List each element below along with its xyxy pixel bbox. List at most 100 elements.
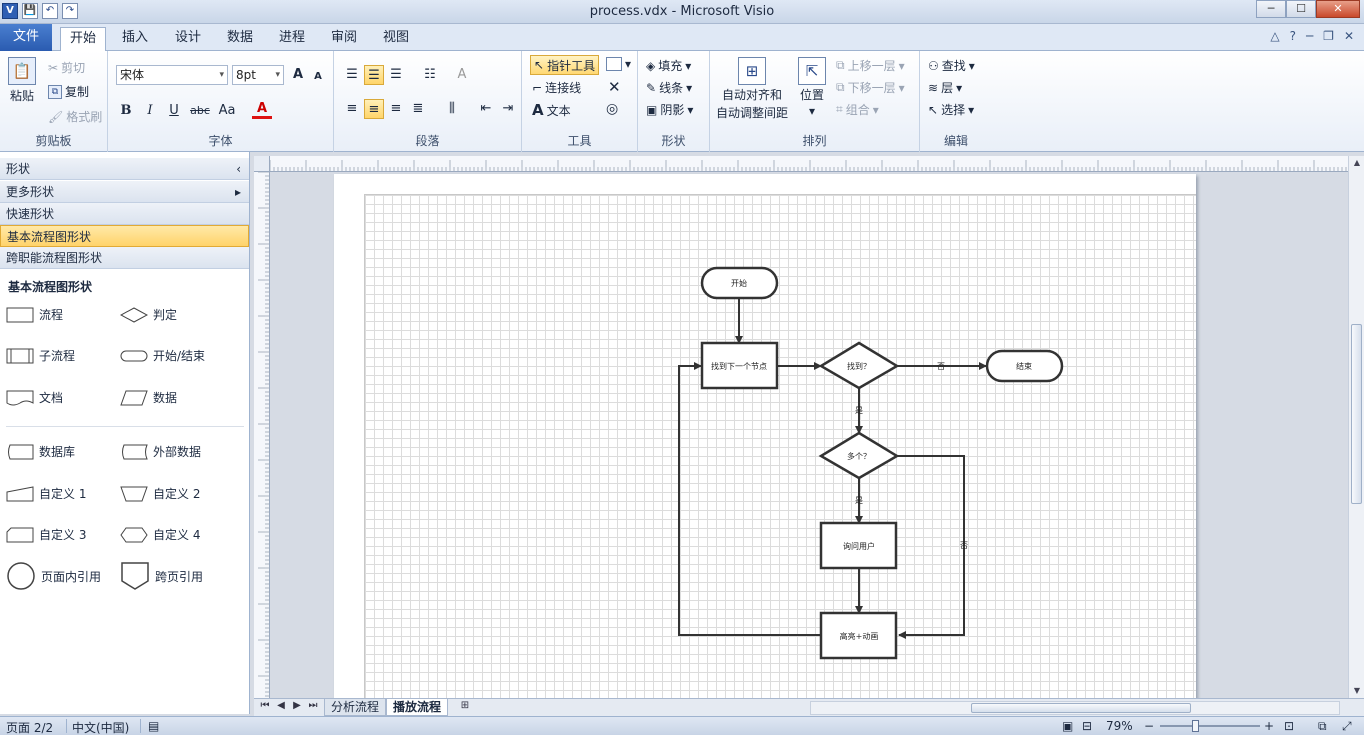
align-bottom-icon[interactable]: ☰: [390, 67, 402, 82]
zoom-in-icon[interactable]: +: [1264, 719, 1275, 733]
scroll-down-icon[interactable]: ▼: [1353, 686, 1361, 695]
shape-find-next[interactable]: [700, 341, 779, 390]
horizontal-scrollbar[interactable]: [810, 701, 1340, 715]
shape-multiple-decision[interactable]: [818, 431, 900, 480]
align-right-icon[interactable]: ≡: [390, 101, 402, 116]
save-icon[interactable]: 💾: [22, 3, 38, 19]
connector-tool-button[interactable]: ⌐连接线: [532, 80, 582, 96]
page-tab-playback[interactable]: 播放流程: [386, 699, 449, 716]
tab-process[interactable]: 进程: [278, 30, 305, 45]
redo-icon[interactable]: ↷: [62, 3, 78, 19]
stencil-process[interactable]: 流程: [6, 306, 63, 323]
stencil-custom-2[interactable]: 自定义 2: [120, 485, 200, 502]
prev-page-icon[interactable]: ◀: [277, 700, 285, 711]
find-button[interactable]: ⚇查找▾: [928, 58, 975, 74]
auto-align-button[interactable]: ⊞ 自动对齐和 自动调整间距: [716, 57, 788, 121]
strikethrough-button[interactable]: abc: [190, 104, 210, 117]
tab-home[interactable]: 开始: [60, 27, 106, 51]
align-center-icon[interactable]: ≡: [364, 99, 384, 119]
text-rotate-icon[interactable]: A: [457, 67, 467, 82]
language-indicator[interactable]: 中文(中国): [72, 721, 130, 735]
insert-page-icon[interactable]: ⊞: [460, 700, 470, 711]
zoom-level[interactable]: 79%: [1106, 719, 1133, 733]
shape-start[interactable]: [700, 266, 779, 300]
stencil-subprocess[interactable]: 子流程: [6, 347, 75, 364]
align-top-icon[interactable]: ☰: [346, 67, 358, 82]
shape-found-decision[interactable]: [818, 341, 900, 390]
tab-review[interactable]: 审阅: [330, 30, 357, 45]
shadow-button[interactable]: ▣阴影▾: [646, 102, 694, 118]
delete-connector-icon[interactable]: ✕: [608, 78, 621, 96]
drawing-canvas[interactable]: 开始 找到下一个节点 找到？ 结束 多个？ 询问用户 高亮+动画 是 否 是 否: [270, 172, 1348, 698]
stencil-data[interactable]: 数据: [120, 389, 177, 406]
tab-file[interactable]: 文件: [0, 24, 52, 51]
stencil-custom-1[interactable]: 自定义 1: [6, 485, 86, 502]
next-page-icon[interactable]: ▶: [293, 700, 301, 711]
paste-button[interactable]: 📋 粘贴: [8, 57, 36, 104]
layer-button[interactable]: ≋层▾: [928, 80, 963, 96]
font-size-select[interactable]: 8pt: [232, 65, 284, 85]
switch-windows-icon[interactable]: ⧉: [1318, 719, 1327, 733]
align-left-icon[interactable]: ≡: [346, 101, 358, 116]
shrink-font-button[interactable]: A: [314, 71, 322, 82]
doc-restore-icon[interactable]: ❐: [1323, 29, 1334, 43]
presentation-icon[interactable]: ⊟: [1082, 719, 1093, 733]
scroll-up-icon[interactable]: ▲: [1353, 158, 1361, 167]
stencil-custom-4[interactable]: 自定义 4: [120, 526, 200, 543]
change-case-button[interactable]: Aa: [218, 103, 236, 118]
first-page-icon[interactable]: ⏮: [260, 700, 270, 711]
point-to-point-icon[interactable]: ◎: [606, 101, 619, 117]
collapse-ribbon-icon[interactable]: △: [1270, 29, 1280, 43]
help-icon[interactable]: ?: [1289, 29, 1296, 43]
font-color-button[interactable]: A: [252, 99, 272, 119]
underline-button[interactable]: U: [169, 103, 179, 118]
zoom-out-icon[interactable]: −: [1144, 719, 1155, 733]
stencil-decision[interactable]: 判定: [120, 306, 177, 323]
send-backward-button[interactable]: ⧉下移一层▾: [836, 80, 905, 95]
visio-app-icon[interactable]: V: [2, 3, 18, 19]
bring-forward-button[interactable]: ⧉上移一层▾: [836, 58, 905, 73]
stencil-database[interactable]: 数据库: [6, 443, 75, 460]
tab-design[interactable]: 设计: [174, 30, 201, 45]
shape-ask-user[interactable]: [819, 521, 898, 570]
tab-view[interactable]: 视图: [382, 30, 409, 45]
page-number[interactable]: 页面 2/2: [6, 721, 54, 735]
tab-insert[interactable]: 插入: [121, 30, 148, 45]
zoom-slider-knob[interactable]: [1192, 720, 1199, 732]
line-button[interactable]: ✎线条▾: [646, 80, 693, 96]
justify-icon[interactable]: ≣: [412, 101, 424, 116]
stencil-external-data[interactable]: 外部数据: [120, 443, 201, 460]
drawing-page[interactable]: [334, 174, 1196, 698]
last-page-icon[interactable]: ⏭: [308, 700, 318, 711]
align-middle-icon[interactable]: ☰: [364, 65, 384, 85]
connector-multiple-to-highlight[interactable]: [897, 455, 965, 639]
format-painter-button[interactable]: 🖌格式刷: [48, 109, 103, 125]
pan-zoom-icon[interactable]: ⤢: [1342, 719, 1352, 733]
cross-functional-item[interactable]: 跨职能流程图形状: [0, 247, 249, 269]
vertical-scroll-thumb[interactable]: [1351, 324, 1362, 504]
shapes-panel-title[interactable]: 形状 ‹: [0, 158, 249, 180]
stencil-document[interactable]: 文档: [6, 389, 63, 406]
shape-end[interactable]: [985, 349, 1064, 383]
stencil-terminator[interactable]: 开始/结束: [120, 347, 205, 364]
fill-button[interactable]: ◈填充▾: [646, 58, 692, 74]
minimize-button[interactable]: ─: [1256, 0, 1286, 18]
select-button[interactable]: ↖选择▾: [928, 102, 975, 118]
position-button[interactable]: ⇱ 位置 ▾: [798, 57, 826, 118]
shape-highlight[interactable]: [819, 611, 898, 660]
group-button[interactable]: ⌗组合▾: [836, 102, 879, 117]
font-name-select[interactable]: 宋体: [116, 65, 228, 85]
rectangle-tool-button[interactable]: ▾: [606, 57, 631, 71]
zoom-slider[interactable]: [1160, 720, 1260, 732]
stencil-off-page-reference[interactable]: 跨页引用: [120, 561, 203, 591]
doc-close-icon[interactable]: ✕: [1343, 29, 1354, 43]
undo-icon[interactable]: ↶: [42, 3, 58, 19]
tab-data[interactable]: 数据: [226, 30, 253, 45]
cut-button[interactable]: ✂剪切: [48, 60, 86, 76]
fit-page-icon[interactable]: ⊡: [1284, 719, 1295, 733]
stencil-custom-3[interactable]: 自定义 3: [6, 526, 86, 543]
quick-shapes-item[interactable]: 快速形状: [0, 203, 249, 225]
macro-record-icon[interactable]: ▤: [148, 719, 160, 733]
doc-minimize-icon[interactable]: ─: [1305, 29, 1314, 43]
